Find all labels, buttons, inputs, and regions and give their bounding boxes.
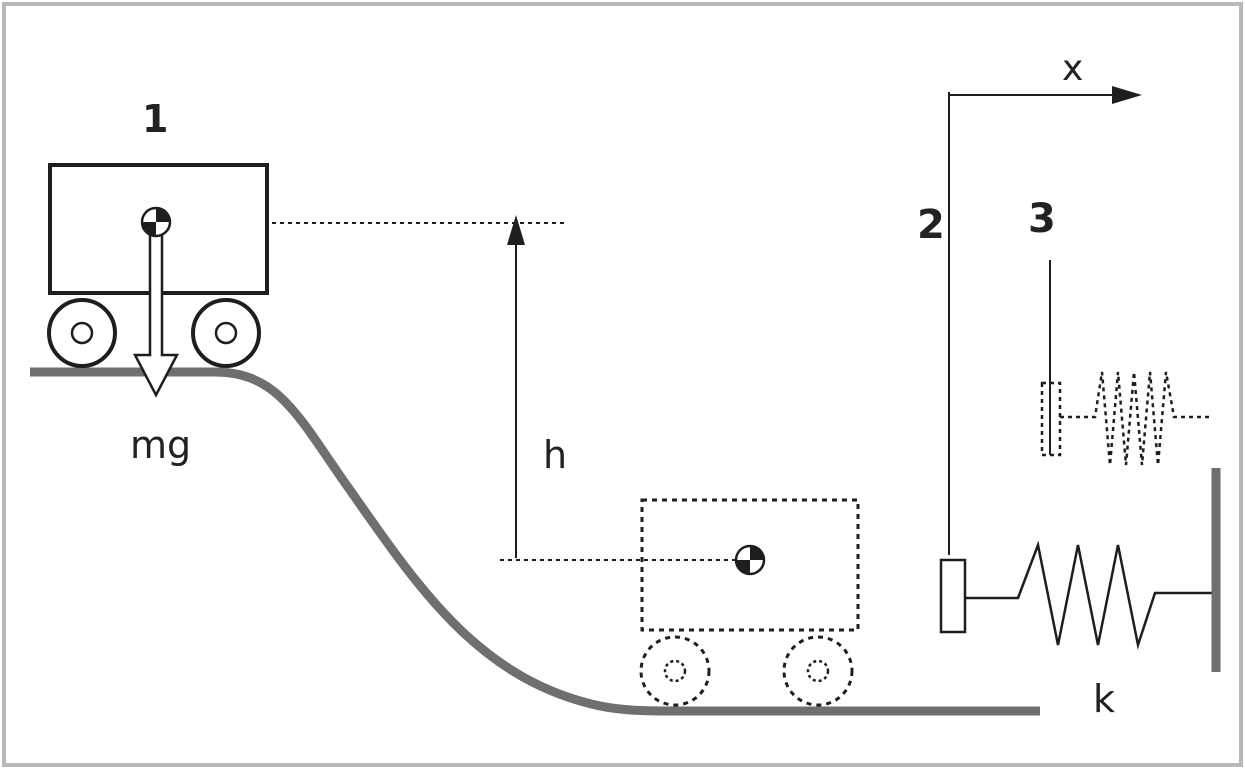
spring-assembly	[939, 468, 1221, 672]
wheel-left	[47, 298, 117, 368]
spring-compressed-dotted	[1040, 371, 1212, 466]
track	[30, 367, 1040, 716]
weight-arrow-icon	[132, 233, 180, 398]
x-axis-arrow-head	[1112, 86, 1142, 104]
label-state-2: 2	[917, 202, 945, 248]
cart-body-dotted	[640, 498, 860, 632]
label-weight: mg	[130, 423, 191, 467]
label-state-1: 1	[142, 97, 168, 141]
spring-coils	[965, 540, 1215, 650]
cart-position-1	[47, 163, 269, 398]
center-of-mass-icon	[734, 544, 766, 576]
label-state-3: 3	[1028, 196, 1056, 242]
height-arrow-head	[507, 215, 525, 245]
spring-coils-compressed	[1060, 371, 1212, 466]
label-height: h	[543, 433, 567, 477]
cart-bottom-dotted	[639, 498, 860, 707]
block-compressed	[1040, 381, 1062, 457]
label-spring-constant: k	[1093, 677, 1115, 721]
block	[939, 558, 967, 634]
wheel-right-dotted	[782, 635, 854, 707]
label-axis-x: x	[1062, 48, 1083, 89]
wheel-left-dotted	[639, 635, 711, 707]
wheel-right	[191, 298, 261, 368]
center-of-mass-icon	[140, 206, 172, 238]
